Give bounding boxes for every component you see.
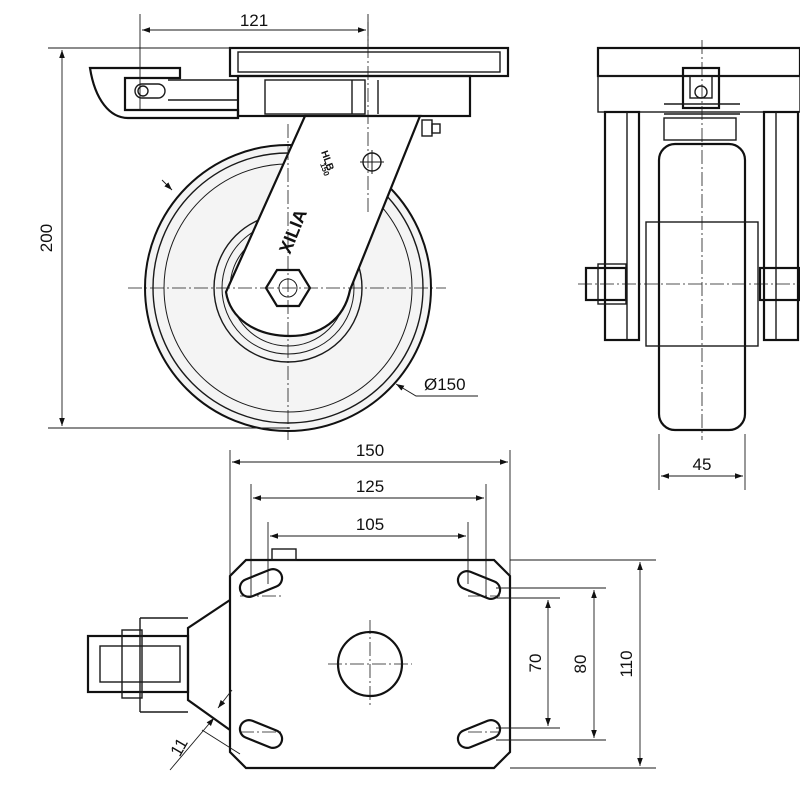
right-fork-leg [762,110,800,342]
plan-view: 150 125 105 70 80 110 11 [86,441,656,771]
width-dimension-label: 45 [693,455,712,474]
plate-width-label: 150 [356,441,384,460]
plate-length-label: 110 [617,650,636,677]
outer-hole-span-label: 125 [356,477,384,496]
side-top-plate [596,46,800,78]
side-view: 45 [578,40,800,490]
left-fork-leg [603,110,641,342]
grease-nipple-icon [421,119,441,137]
height-dimension-label: 200 [37,224,56,252]
brake-lever [88,66,240,120]
slot-width-label: 11 [167,735,192,760]
short-hole-span-label: 70 [526,654,545,673]
offset-dimension-label: 121 [240,11,268,30]
mounting-plate [228,558,512,770]
diameter-dimension-label: Ø150 [424,375,466,394]
inner-hole-span-label: 105 [356,515,384,534]
swivel-head [236,74,472,118]
slotted-holes [238,568,502,749]
long-hole-span-label: 80 [571,655,590,674]
fork: HLB 150 XILIA [224,114,422,338]
size-marking: 150 [318,162,331,178]
side-wheel [657,142,747,432]
front-view: HLB 150 XILIA 121 200 Ø150 [37,11,510,440]
